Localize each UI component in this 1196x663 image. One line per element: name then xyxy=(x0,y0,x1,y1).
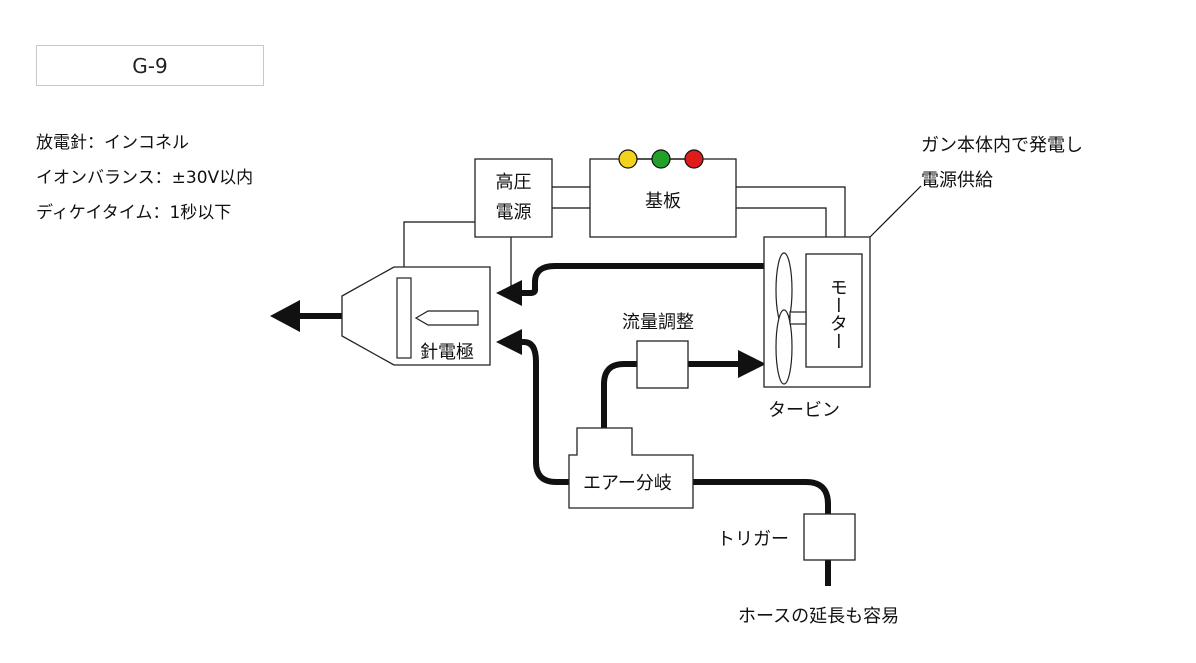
motor-label: モーター xyxy=(827,277,848,350)
spec-ion-balance: イオンバランス：±30V以内 xyxy=(36,168,254,188)
arrow-into-turbine xyxy=(738,350,766,378)
arrow-into-gun-upper xyxy=(496,280,522,306)
model-title: G-9 xyxy=(36,45,264,86)
led-green xyxy=(651,149,671,169)
air-line-branch-to-trigger xyxy=(693,479,831,514)
gun-head-outline xyxy=(341,266,491,366)
wire-board-motor-1 xyxy=(736,186,846,255)
arrow-into-gun-lower xyxy=(496,329,522,355)
gun-power-note: ガン本体内で発電し 電源供給 xyxy=(921,135,1083,191)
spec-decay-time: ディケイタイム：1秒以下 xyxy=(36,203,232,223)
air-line-branch-to-flow xyxy=(601,361,637,428)
needle-holder-bar xyxy=(396,277,412,359)
hv-power-label: 高圧 電源 xyxy=(495,172,532,223)
motor-box xyxy=(805,253,863,368)
wires xyxy=(403,185,922,292)
air-line-branch-to-gun xyxy=(520,339,577,485)
fan-blade-lower xyxy=(775,309,793,385)
hv-power-box xyxy=(474,158,553,238)
led-red xyxy=(684,149,704,169)
pointer-line xyxy=(869,185,922,238)
hose-note: ホースの延長も容易 xyxy=(738,606,900,627)
led-yellow xyxy=(618,149,638,169)
fan-icon xyxy=(775,252,807,385)
trigger-label: トリガー xyxy=(717,529,789,550)
air-line-turbine-to-gun xyxy=(520,263,764,296)
trigger-box xyxy=(803,513,856,561)
spec-needle-material: 放電針：インコネル xyxy=(36,133,189,153)
wire-power-needle-bar xyxy=(403,221,475,278)
led-group xyxy=(618,149,704,169)
needle-electrode-label: 針電極 xyxy=(420,342,474,363)
air-branch-label: エアー分岐 xyxy=(583,473,672,494)
flow-adjust-label: 流量調整 xyxy=(622,312,694,333)
arrowheads xyxy=(270,280,766,378)
fan-shaft xyxy=(789,311,807,325)
turbine-label: タービン xyxy=(768,400,840,421)
board-label: 基板 xyxy=(645,191,681,212)
needle-electrode xyxy=(414,310,479,326)
arrow-outlet xyxy=(270,300,300,332)
electrode-parts xyxy=(396,277,479,359)
flow-adjust-box xyxy=(636,340,689,389)
air-branch-box xyxy=(568,427,694,509)
air-lines xyxy=(298,263,831,586)
